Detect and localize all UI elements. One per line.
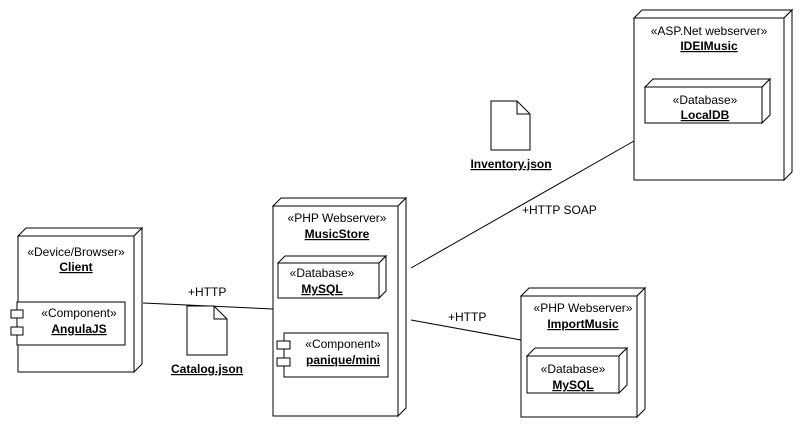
component-panique-stereotype: «Component»	[305, 337, 381, 351]
node-importmusic-top	[519, 287, 647, 297]
connector-musicstore-ideimusic	[410, 140, 635, 269]
database-importmusic-name: MySQL	[552, 378, 593, 392]
node-importmusic-side	[636, 286, 646, 419]
node-musicstore-stereotype: «PHP Webserver»	[288, 211, 387, 225]
node-client-stereotype: «Device/Browser»	[27, 245, 125, 259]
database-importmusic-face	[526, 355, 620, 394]
component-panique-name: panique/mini	[306, 353, 380, 367]
database-localdb-stereotype: «Database»	[673, 93, 738, 107]
artifact-inventory-name: Inventory.json	[470, 157, 551, 171]
artifact-catalog-name: Catalog.json	[171, 362, 243, 376]
node-ideimusic-side	[783, 8, 793, 182]
connections: +HTTP +HTTP SOAP +HTTP	[142, 140, 635, 341]
database-importmusic-side	[618, 346, 628, 395]
database-musicstore-side	[378, 254, 387, 300]
node-musicstore-side	[397, 196, 407, 418]
connector-musicstore-ideimusic-label: +HTTP SOAP	[522, 203, 597, 217]
component-panique[interactable]: «Component» panique/mini	[276, 332, 389, 378]
component-angular-stereotype: «Component»	[41, 306, 117, 320]
document-icon-fold	[213, 306, 227, 320]
connector-musicstore-importmusic	[410, 319, 522, 341]
node-importmusic-name: ImportMusic	[547, 317, 619, 331]
database-importmusic-mysql[interactable]: «Database» MySQL	[525, 346, 629, 395]
component-angular-box	[16, 301, 126, 346]
component-panique-port-top	[276, 340, 291, 350]
database-musicstore-face	[277, 262, 380, 299]
connector-client-musicstore-label: +HTTP	[188, 285, 226, 299]
node-musicstore-face	[272, 205, 399, 417]
database-musicstore-stereotype: «Database»	[290, 266, 355, 280]
component-angular-port-top	[10, 309, 24, 319]
database-musicstore-name: MySQL	[301, 282, 342, 296]
database-importmusic-stereotype: «Database»	[541, 362, 606, 376]
database-localdb[interactable]: «Database» LocalDB	[643, 77, 772, 125]
database-musicstore-mysql[interactable]: «Database» MySQL	[276, 254, 388, 300]
node-ideimusic-stereotype: «ASP.Net webserver»	[651, 24, 768, 38]
document-icon	[490, 100, 531, 151]
artifact-inventory[interactable]: Inventory.json	[470, 100, 552, 171]
component-angular[interactable]: «Component» AngulaJS	[10, 301, 126, 346]
database-musicstore-top	[276, 255, 388, 264]
document-icon-fold	[516, 101, 530, 115]
node-client[interactable]: «Device/Browser» Client «Component» Angu…	[10, 226, 144, 374]
node-importmusic-stereotype: «PHP Webserver»	[534, 301, 633, 315]
connector-musicstore-importmusic-label: +HTTP	[448, 310, 486, 324]
component-angular-name: AngulaJS	[51, 322, 106, 336]
database-localdb-side	[761, 77, 771, 125]
node-ideimusic[interactable]: «ASP.Net webserver» IDEIMusic «Database»…	[632, 8, 794, 182]
node-ideimusic-top	[632, 9, 794, 19]
database-localdb-top	[643, 78, 772, 88]
component-panique-port-bottom	[276, 357, 291, 367]
node-client-name: Client	[59, 260, 92, 274]
document-icon	[186, 305, 228, 356]
component-angular-port-bottom	[10, 326, 24, 336]
database-importmusic-top	[525, 347, 629, 357]
node-client-top	[16, 227, 144, 237]
node-musicstore-top	[271, 197, 408, 207]
node-ideimusic-name: IDEIMusic	[680, 39, 738, 53]
node-musicstore[interactable]: «PHP Webserver» MusicStore «Database» My…	[271, 196, 408, 418]
database-localdb-name: LocalDB	[681, 108, 730, 122]
artifact-catalog[interactable]: Catalog.json	[171, 305, 243, 376]
component-panique-box	[283, 332, 389, 378]
node-client-side	[133, 226, 143, 374]
node-musicstore-name: MusicStore	[305, 227, 370, 241]
database-localdb-face	[644, 86, 763, 124]
node-importmusic[interactable]: «PHP Webserver» ImportMusic «Database» M…	[519, 286, 647, 419]
